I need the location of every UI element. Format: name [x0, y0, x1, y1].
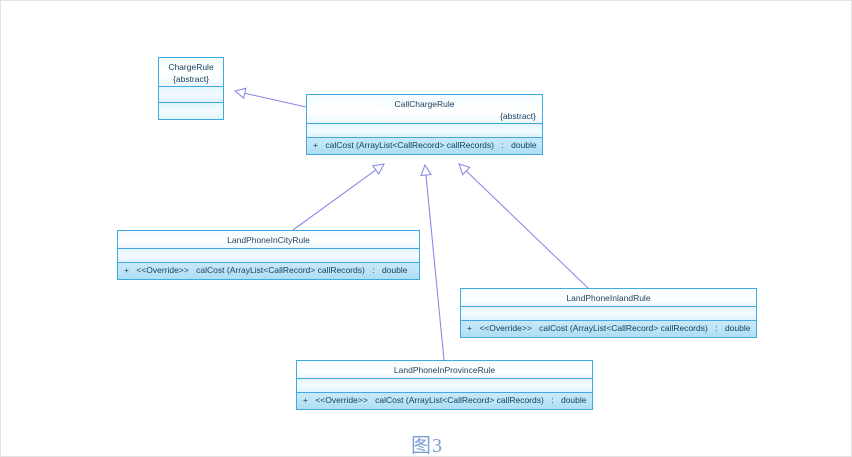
class-box-landphoneincityrule[interactable]: LandPhoneInCityRule + <<Override>> calCo… — [117, 230, 420, 280]
operation-visibility: + — [467, 323, 472, 333]
figure-caption: 图3 — [411, 435, 443, 457]
operation-separator: : — [501, 140, 504, 150]
operation-separator: : — [551, 395, 554, 405]
operation-visibility: + — [313, 140, 318, 150]
class-operations-callchargerule: + calCost (ArrayList<CallRecord> callRec… — [307, 138, 542, 154]
operation-return-type: double — [381, 265, 408, 275]
class-box-chargerule[interactable]: ChargeRule {abstract} — [158, 57, 224, 120]
operation-return-type: double — [511, 140, 537, 150]
operation-separator: : — [372, 265, 375, 275]
edge-callchargerule-to-chargerule — [235, 91, 307, 108]
class-header-callchargerule: CallChargeRule {abstract} — [307, 95, 542, 124]
class-header-chargerule: ChargeRule {abstract} — [159, 58, 223, 87]
edge-inland-to-callchargerule — [459, 164, 589, 289]
class-header-landphoneincityrule: LandPhoneInCityRule — [118, 231, 419, 249]
class-stereotype: {abstract} — [500, 111, 536, 121]
class-name: LandPhoneInProvinceRule — [393, 365, 496, 375]
class-name: CallChargeRule — [394, 99, 455, 109]
class-attributes-callchargerule — [307, 124, 542, 138]
operation-visibility: + — [303, 395, 308, 405]
class-operations-chargerule — [159, 103, 223, 119]
class-box-landphoneinlandrule[interactable]: LandPhoneInlandRule + <<Override>> calCo… — [460, 288, 757, 338]
class-operations-landphoneinlandrule: + <<Override>> calCost (ArrayList<CallRe… — [461, 321, 756, 337]
operation-stereotype: <<Override>> — [479, 323, 532, 333]
operation-return-type: double — [724, 323, 751, 333]
operation-return-type: double — [560, 395, 587, 405]
class-operations-landphoneinprovincerule: + <<Override>> calCost (ArrayList<CallRe… — [297, 393, 592, 409]
class-attributes-landphoneinlandrule — [461, 307, 756, 321]
operation-stereotype: <<Override>> — [315, 395, 368, 405]
class-operations-landphoneincityrule: + <<Override>> calCost (ArrayList<CallRe… — [118, 263, 419, 279]
class-box-landphoneinprovincerule[interactable]: LandPhoneInProvinceRule + <<Override>> c… — [296, 360, 593, 410]
class-stereotype: {abstract} — [173, 74, 209, 84]
operation-signature: calCost (ArrayList<CallRecord> callRecor… — [196, 265, 365, 275]
class-name: LandPhoneInCityRule — [227, 235, 310, 245]
operation-separator: : — [715, 323, 718, 333]
edge-incity-to-callchargerule — [292, 164, 384, 231]
class-box-callchargerule[interactable]: CallChargeRule {abstract} + calCost (Arr… — [306, 94, 543, 155]
operation-signature: calCost (ArrayList<CallRecord> callRecor… — [375, 395, 544, 405]
class-name: LandPhoneInlandRule — [566, 293, 651, 303]
class-name: ChargeRule — [168, 62, 214, 72]
class-attributes-landphoneinprovincerule — [297, 379, 592, 393]
operation-signature: calCost (ArrayList<CallRecord> callRecor… — [539, 323, 708, 333]
class-attributes-chargerule — [159, 87, 223, 103]
edge-inprovince-to-callchargerule — [425, 165, 445, 361]
operation-visibility: + — [124, 265, 129, 275]
class-header-landphoneinprovincerule: LandPhoneInProvinceRule — [297, 361, 592, 379]
operation-signature: calCost (ArrayList<CallRecord> callRecor… — [325, 140, 494, 150]
class-header-landphoneinlandrule: LandPhoneInlandRule — [461, 289, 756, 307]
operation-stereotype: <<Override>> — [136, 265, 189, 275]
class-attributes-landphoneincityrule — [118, 249, 419, 263]
